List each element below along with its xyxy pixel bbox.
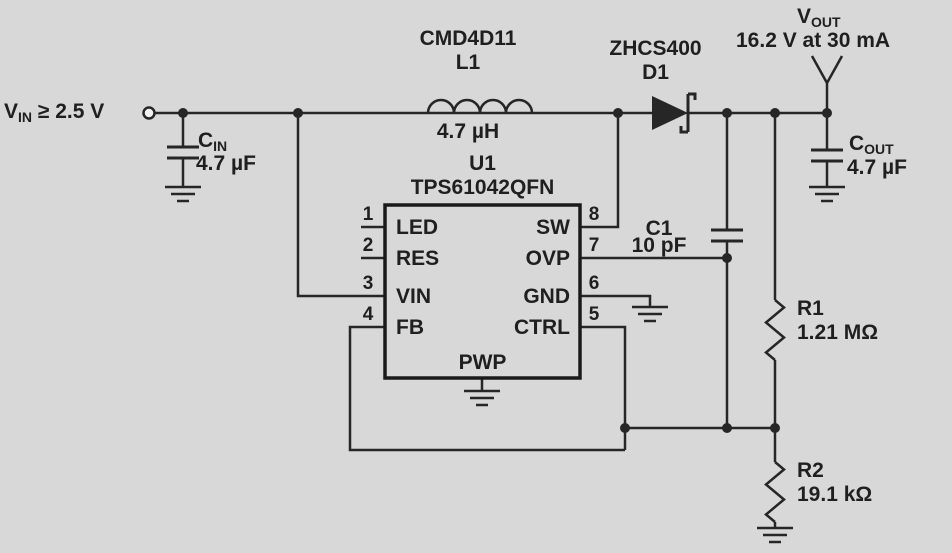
junction-dots: [178, 108, 832, 433]
pin-label-ovp: OVP: [525, 247, 570, 270]
vin-condition: ≥ 2.5 V: [32, 100, 105, 123]
l1-ref-label: L1: [455, 51, 481, 74]
pin-number-5: 5: [588, 304, 600, 325]
pin-number-4: 4: [362, 304, 374, 325]
gnd-pin-ground-symbol: [632, 305, 668, 323]
cin-capacitor-symbol: [167, 145, 199, 160]
vout-label: VOUT: [797, 5, 841, 34]
junction-dot: [178, 108, 188, 118]
cout-symbol: C: [849, 132, 865, 155]
cout-subscript: OUT: [864, 141, 894, 157]
diode-schottky-cathode: [679, 92, 697, 134]
pin-number-8: 8: [588, 204, 600, 225]
junction-dot: [722, 108, 732, 118]
pwp-ground-symbol: [464, 389, 500, 407]
inductor-coil-symbol: [426, 98, 534, 114]
r2-ground-symbol: [757, 526, 793, 544]
pin-label-res: RES: [396, 247, 440, 270]
l1-value-label: 4.7 µH: [436, 120, 500, 143]
junction-dot: [620, 423, 630, 433]
junction-dot: [722, 423, 732, 433]
pin-number-3: 3: [362, 273, 374, 294]
vin-subscript: IN: [18, 109, 33, 125]
vin-symbol: V: [4, 100, 19, 123]
cin-symbol: C: [198, 129, 214, 152]
cout-value-label: 4.7 µF: [847, 156, 907, 179]
r2-value-label: 19.1 kΩ: [797, 483, 873, 506]
pin-number-1: 1: [362, 204, 374, 225]
ground-symbols: [165, 185, 845, 544]
unconnected-pin-stubs: [361, 225, 385, 260]
u1-part-label: TPS61042QFN: [410, 176, 555, 199]
pin-label-ctrl: CTRL: [514, 316, 570, 339]
d1-ref-label: D1: [642, 61, 669, 84]
u1-ref-label: U1: [469, 152, 496, 175]
junction-dot: [770, 108, 780, 118]
junction-dot: [293, 108, 303, 118]
vout-terminal-symbol: [810, 55, 844, 113]
sw-pin-wire: [580, 113, 620, 229]
fb-loop-wire: [348, 325, 625, 452]
r1-value-label: 1.21 MΩ: [797, 321, 879, 344]
cin-ground-symbol: [165, 185, 201, 203]
r2-ref-label: R2: [797, 459, 824, 482]
junction-dot: [613, 108, 623, 118]
pin-label-vin: VIN: [396, 285, 432, 308]
vin-source-label: VIN ≥ 2.5 V: [4, 100, 104, 129]
cin-subscript: IN: [213, 138, 228, 154]
vin-pin-wire: [296, 113, 385, 298]
diode-anode-triangle: [652, 96, 688, 130]
pin-number-2: 2: [362, 235, 374, 256]
pwp-pad-label: PWP: [458, 351, 507, 374]
vout-symbol: V: [797, 5, 812, 28]
c1-ref-label: C1: [645, 217, 673, 240]
pin-label-led: LED: [396, 216, 438, 239]
cin-ref-label: CIN: [198, 129, 227, 158]
r1-ref-label: R1: [797, 297, 824, 320]
diode-symbol: [652, 92, 697, 134]
c1-capacitor-symbol: [711, 228, 743, 243]
l1-part-label: CMD4D11: [419, 27, 517, 50]
pin-number-7: 7: [588, 235, 600, 256]
junction-dot: [722, 253, 732, 263]
vout-spec-label: 16.2 V at 30 mA: [736, 29, 891, 52]
cout-capacitor-symbol: [811, 148, 843, 163]
d1-part-label: ZHCS400: [609, 37, 702, 60]
gnd-pin-wire: [580, 294, 652, 307]
junction-dot: [822, 108, 832, 118]
wires: [155, 55, 844, 528]
cin-value-label: 4.7 µF: [196, 152, 256, 175]
junction-dot: [770, 423, 780, 433]
resistor-r2-symbol: [764, 461, 786, 523]
cout-ref-label: COUT: [849, 132, 894, 161]
pin-label-gnd: GND: [523, 285, 570, 308]
resistor-r1-symbol: [764, 299, 786, 361]
cout-ground-symbol: [809, 185, 845, 203]
pin-number-6: 6: [588, 273, 600, 294]
pin-label-sw: SW: [536, 216, 570, 239]
pin-label-fb: FB: [396, 316, 424, 339]
vout-subscript: OUT: [811, 14, 841, 30]
c1-value-label: 10 pF: [631, 234, 687, 257]
vin-terminal-circle: [142, 106, 156, 120]
ic-body-outline: [383, 203, 582, 380]
capacitor-plates: [167, 145, 843, 243]
ctrl-pin-wire: [580, 325, 627, 450]
